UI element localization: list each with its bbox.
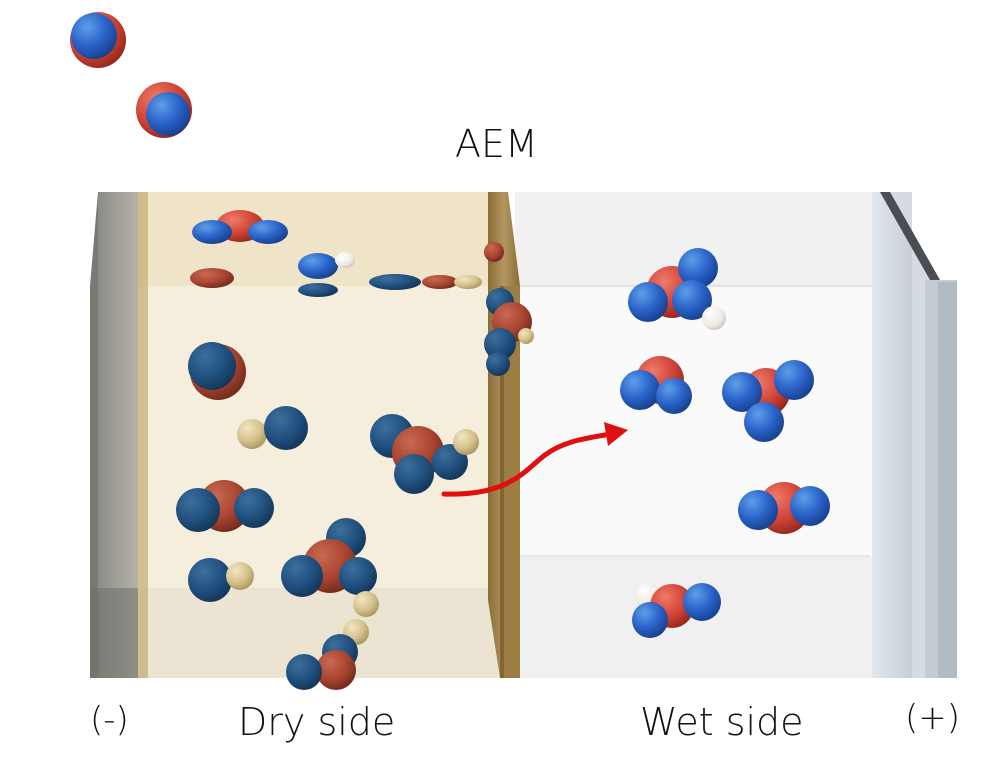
molecule <box>237 406 308 450</box>
dry-inner-edge <box>138 192 148 678</box>
wet-side-molecules <box>620 248 830 638</box>
molecule <box>188 558 254 602</box>
positive-electrode-label: (+) <box>905 698 961 738</box>
molecule <box>738 482 830 534</box>
molecule-partial <box>369 274 421 290</box>
transport-arrow <box>441 422 628 497</box>
wet-side-label: Wet side <box>640 700 804 744</box>
escaped-molecules <box>70 12 192 138</box>
positive-electrode-plate <box>872 192 957 678</box>
molecule-partial <box>422 275 458 289</box>
molecule <box>188 342 246 400</box>
molecule <box>620 356 692 414</box>
negative-electrode-label: (-) <box>90 700 129 740</box>
dry-side-label: Dry side <box>238 700 396 744</box>
dry-side-molecules <box>176 210 534 690</box>
molecule <box>370 414 479 494</box>
negative-electrode-plate <box>90 192 138 678</box>
aem-membrane <box>488 192 520 678</box>
molecule-partial <box>454 275 482 289</box>
molecule <box>136 82 192 138</box>
molecule-in-membrane <box>484 242 534 376</box>
molecule-partial <box>190 268 234 288</box>
molecule-partial <box>298 283 338 297</box>
membrane-label: AEM <box>455 122 538 166</box>
molecule <box>632 583 721 638</box>
molecule <box>286 650 356 690</box>
molecule <box>70 12 126 68</box>
molecule <box>281 518 377 597</box>
molecule <box>628 248 726 330</box>
molecule <box>722 360 814 442</box>
molecule <box>192 210 288 244</box>
arrow-head <box>604 422 628 446</box>
molecule <box>298 252 355 279</box>
dry-compartment <box>98 192 500 678</box>
molecule <box>176 480 274 532</box>
